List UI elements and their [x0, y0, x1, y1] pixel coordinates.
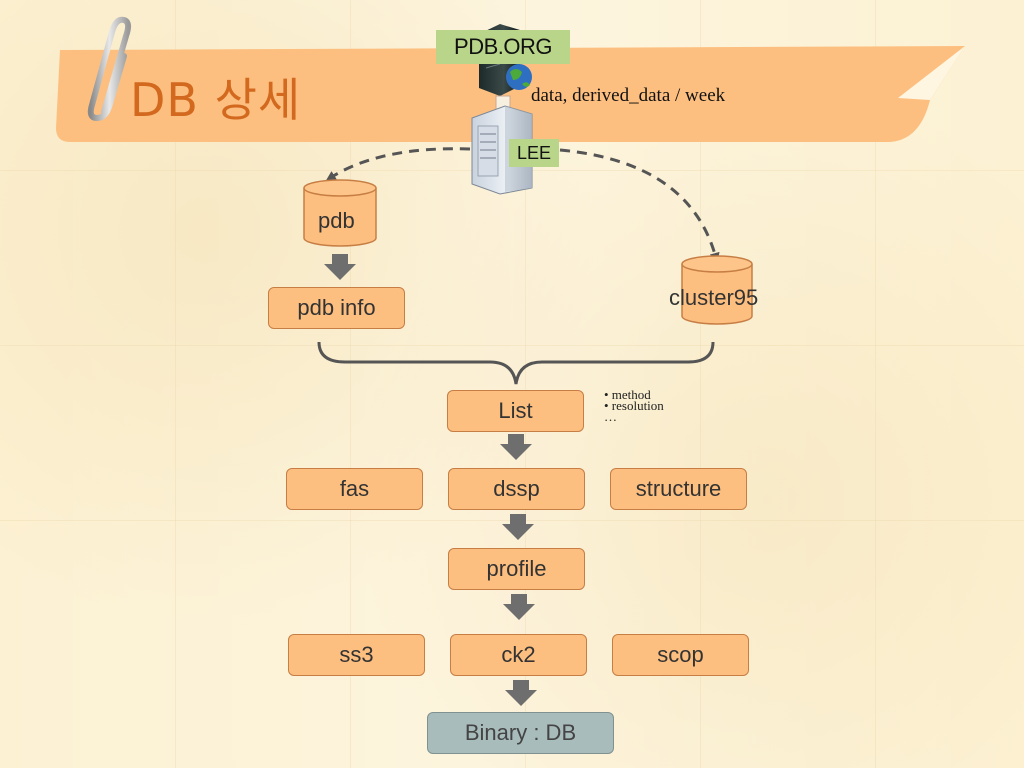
globe-icon [506, 64, 532, 90]
down-arrow-dssp [502, 514, 534, 540]
structure-box: structure [610, 468, 747, 510]
page-title: DB 상세 [130, 73, 302, 127]
source-label: PDB.ORG [436, 30, 570, 64]
background-texture [525, 0, 526, 768]
cluster95-cylinder [681, 255, 753, 325]
paperclip-icon [87, 16, 132, 122]
cluster95-db-label: cluster95 [669, 285, 759, 310]
background-texture [175, 0, 176, 768]
binary-db-box: Binary : DB [427, 712, 614, 754]
ss3-box: ss3 [288, 634, 425, 676]
background-texture [350, 0, 351, 768]
down-arrow-pdb [324, 254, 356, 280]
ck2-box: ck2 [450, 634, 587, 676]
note-item: … [604, 409, 617, 424]
fas-box: fas [286, 468, 423, 510]
background-texture [0, 345, 1024, 346]
local-server-icon [471, 105, 533, 195]
note-item: • resolution [604, 398, 664, 413]
down-arrow-list [500, 434, 532, 460]
list-box: List [447, 390, 584, 432]
background-texture [875, 0, 876, 768]
list-notes: • method • resolution … [604, 387, 664, 424]
pdb-db-label: pdb [318, 208, 355, 233]
note-item: • method [604, 387, 651, 402]
dashed-arrow-to-cluster95 [559, 148, 720, 263]
background-texture [700, 0, 701, 768]
down-arrow-ck2 [505, 680, 537, 706]
server-label: LEE [509, 139, 559, 167]
profile-box: profile [448, 548, 585, 590]
title-banner [56, 46, 965, 142]
merge-brace [317, 341, 715, 385]
pdb-cylinder [303, 179, 377, 247]
down-arrow-profile [503, 594, 535, 620]
dashed-arrow-to-pdb [325, 147, 471, 181]
pdb-info-box: pdb info [268, 287, 405, 329]
dssp-box: dssp [448, 468, 585, 510]
transfer-label: data, derived_data / week [531, 85, 726, 106]
scop-box: scop [612, 634, 749, 676]
